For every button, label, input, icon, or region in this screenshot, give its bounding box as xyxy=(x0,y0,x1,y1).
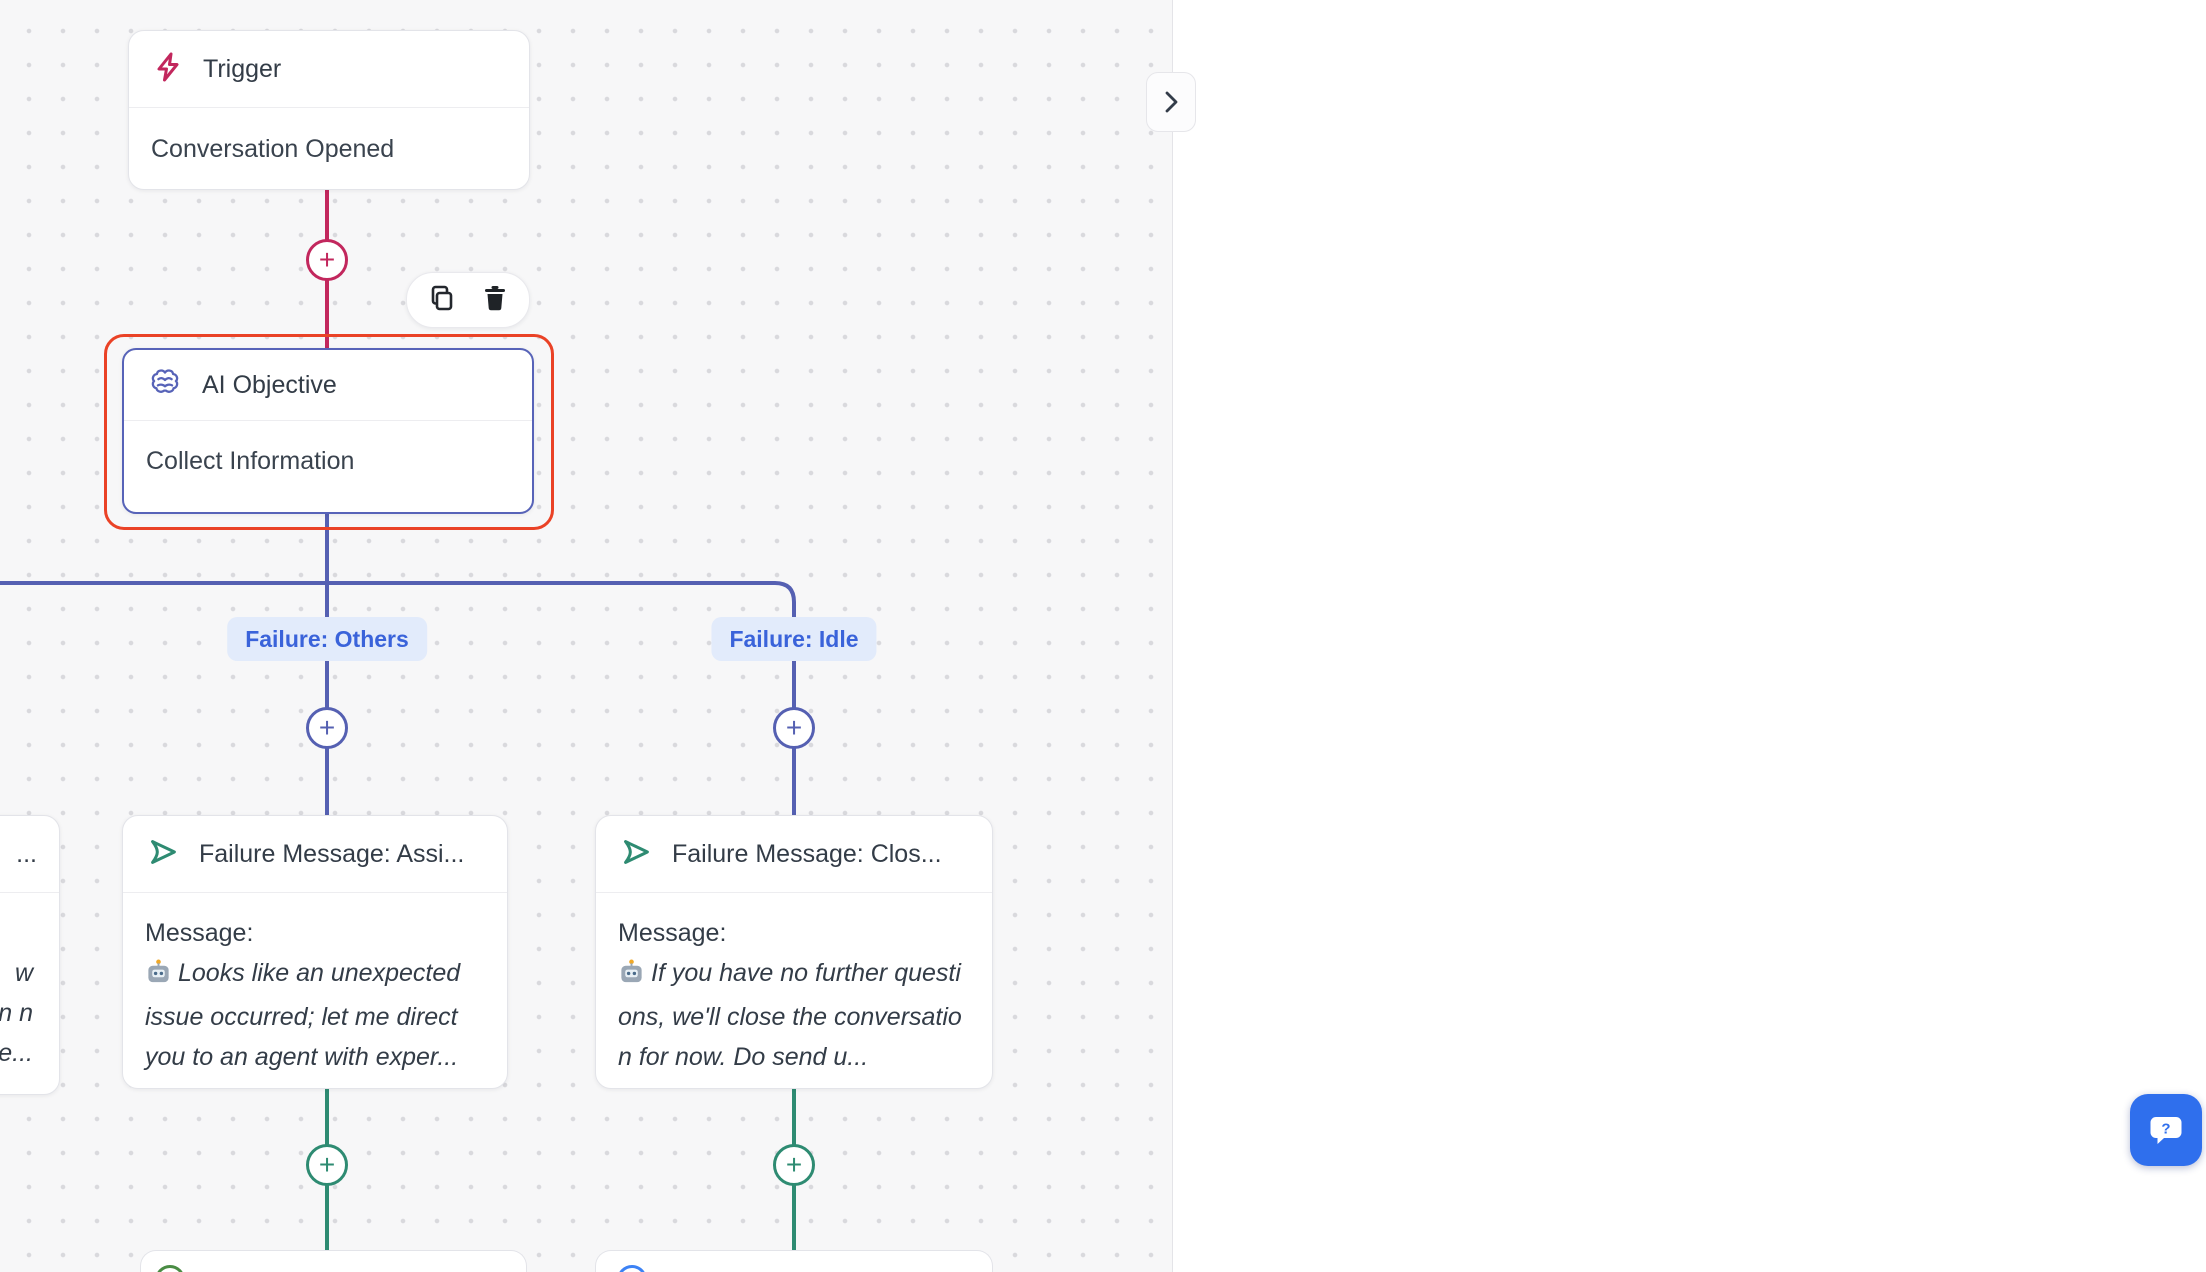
brain-icon xyxy=(146,364,184,407)
help-chat-button[interactable]: ? xyxy=(2130,1094,2202,1166)
copy-icon[interactable] xyxy=(428,284,456,317)
message-fragment: e... xyxy=(0,1039,33,1067)
trash-icon[interactable] xyxy=(482,284,508,317)
trigger-node[interactable]: Trigger Conversation Opened xyxy=(128,30,530,190)
add-step-button[interactable]: + xyxy=(306,1144,348,1186)
step-settings-panel: AI Objective Learn the best practices of… xyxy=(1172,0,2206,1272)
failure-message-node-assignment[interactable]: Failure Message: Assi... Message: Looks … xyxy=(122,815,508,1089)
send-icon xyxy=(145,834,181,875)
node-toolbar xyxy=(406,272,530,328)
send-icon xyxy=(618,834,654,875)
partial-node[interactable]: ... w n n e... xyxy=(0,815,60,1095)
selected-node-outline xyxy=(104,334,554,530)
trigger-node-subtitle: Conversation Opened xyxy=(151,135,395,163)
workflow-canvas[interactable]: Trigger Conversation Opened + + + + + xyxy=(0,0,1172,1272)
node-title: Trigger xyxy=(203,54,282,83)
message-text: If you have no further questions, we'll … xyxy=(618,959,962,1071)
collapse-panel-button[interactable] xyxy=(1146,72,1196,132)
ai-node-subtitle: Collect Information xyxy=(146,447,355,475)
lightning-icon xyxy=(151,50,185,89)
message-text: Looks like an unexpected issue occurred;… xyxy=(145,959,461,1071)
message-fragment: n n xyxy=(0,999,33,1027)
message-label: Message: xyxy=(145,919,254,947)
partial-node[interactable] xyxy=(140,1250,527,1272)
close-conversation-icon xyxy=(617,1265,647,1272)
node-title: AI Objective xyxy=(202,370,337,399)
branch-label-failure-others: Failure: Others xyxy=(227,617,427,661)
assign-icon xyxy=(155,1265,185,1272)
failure-message-node-close[interactable]: Failure Message: Clos... Message: If you… xyxy=(595,815,993,1089)
robot-emoji xyxy=(145,957,172,997)
ai-objective-node[interactable]: AI Objective Collect Information xyxy=(122,348,534,514)
divider xyxy=(0,892,59,893)
message-fragment: w xyxy=(14,959,33,987)
add-step-button[interactable]: + xyxy=(773,1144,815,1186)
branch-label-failure-idle: Failure: Idle xyxy=(711,617,877,661)
message-label: Message: xyxy=(618,919,727,947)
add-step-button[interactable]: + xyxy=(306,239,348,281)
divider xyxy=(129,107,529,108)
robot-emoji xyxy=(618,957,645,997)
divider xyxy=(123,892,507,893)
add-step-button[interactable]: + xyxy=(773,707,815,749)
divider xyxy=(124,420,532,421)
partial-node[interactable] xyxy=(595,1250,993,1272)
node-title: Failure Message: Assi... xyxy=(199,839,465,868)
add-step-button[interactable]: + xyxy=(306,707,348,749)
node-title: ... xyxy=(16,839,37,868)
node-title: Failure Message: Clos... xyxy=(672,839,942,868)
divider xyxy=(596,892,992,893)
question-mark-glyph: ? xyxy=(2161,1121,2170,1138)
